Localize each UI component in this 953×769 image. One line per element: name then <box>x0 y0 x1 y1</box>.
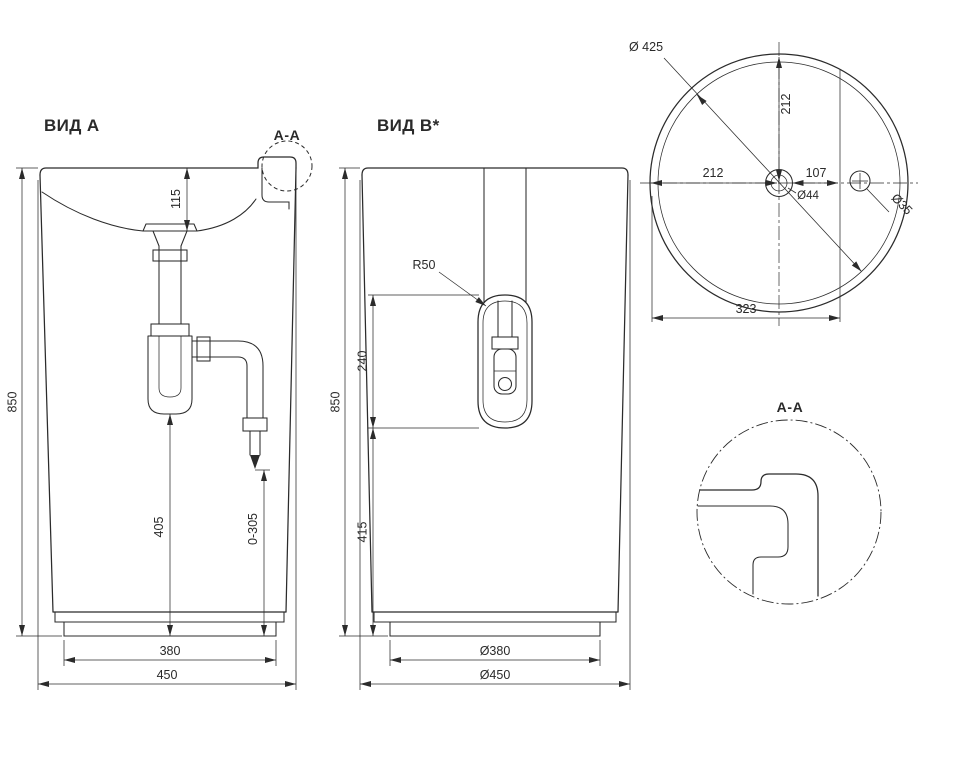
dim-850a-text: 850 <box>6 392 20 413</box>
view-a-title: ВИД А <box>44 116 100 135</box>
dim-405-text: 405 <box>152 517 166 538</box>
pedestal-right-edge <box>285 167 297 613</box>
top-view: Ø 425 212 212 107 Ø44 Ø35 323 <box>629 40 918 326</box>
bottle-trap <box>147 335 193 415</box>
recess-pill-inner <box>482 300 528 423</box>
rim-profile-inner <box>697 505 789 595</box>
rim-profile-outer <box>699 473 819 597</box>
lower-pipe <box>249 430 261 456</box>
dim-850b-text: 850 <box>329 392 343 413</box>
bowl-left-curve <box>41 191 144 232</box>
dim-305-text: 0-305 <box>246 513 260 545</box>
dim-d425-text: Ø 425 <box>629 40 663 54</box>
bowl-right-curve <box>196 198 257 232</box>
view-a-section-callout: А-А <box>261 127 313 192</box>
recess-pill <box>477 294 533 429</box>
pedestal-top-edge <box>361 167 629 176</box>
detail-aa-title: А-А <box>777 399 804 415</box>
section-callout-label: А-А <box>274 127 301 143</box>
dim-212h-text: 212 <box>703 166 724 180</box>
pedestal-left-edge <box>39 174 54 613</box>
view-a-outline <box>39 156 297 637</box>
recess-nut <box>491 336 519 350</box>
trap-inner-tube <box>158 336 182 398</box>
view-b-title: ВИД В* <box>377 116 440 135</box>
pedestal-right-edge <box>617 174 629 613</box>
rim-ledge <box>261 167 290 210</box>
elbow <box>237 340 264 367</box>
dim-d425-arrow2 <box>696 94 707 105</box>
r50-leader <box>438 271 487 307</box>
tap-hole <box>849 170 871 192</box>
trap-nut <box>150 323 190 337</box>
recess-outlet-hole <box>497 376 513 392</box>
view-b-outline <box>361 167 629 637</box>
dim-850a-extensions <box>16 167 62 637</box>
tap-hole-crosshair <box>852 173 868 189</box>
outlet-pipe <box>191 340 239 358</box>
dim-d44-leader <box>787 187 797 194</box>
drain-cap <box>142 223 198 232</box>
dim-212v-text: 212 <box>779 94 793 115</box>
pedestal-top-edge <box>39 156 297 176</box>
dim-d450-extensions <box>359 180 631 690</box>
view-a-plumbing <box>142 223 268 469</box>
r50-label: R50 <box>413 258 436 272</box>
drain-taper <box>152 230 188 247</box>
outlet-nut <box>196 336 211 362</box>
dim-d450-text: Ø450 <box>480 668 511 682</box>
recess-pipe <box>497 300 513 338</box>
tailpipe-nut <box>152 249 188 262</box>
detail-aa-boundary <box>696 419 882 605</box>
section-callout-circle <box>261 140 313 192</box>
vertical-pipe-nut <box>242 417 268 432</box>
dim-d425-line <box>663 57 862 272</box>
detail-aa: А-А <box>696 399 882 605</box>
tailpipe <box>158 245 182 325</box>
rear-channel <box>483 167 527 303</box>
recess-trap-body <box>493 348 517 395</box>
view-b: ВИД В* R50 850 240 <box>329 116 631 690</box>
dim-107-text: 107 <box>806 166 827 180</box>
view-b-dimensions: 850 240 415 Ø380 Ø450 <box>329 167 631 690</box>
view-a-basin <box>41 167 290 232</box>
view-b-recess: R50 <box>368 167 533 429</box>
pedestal-left-edge <box>361 174 373 613</box>
dim-d35-text: Ø35 <box>889 191 916 218</box>
recess-extension-lines <box>368 294 479 429</box>
plinth-band <box>373 611 617 623</box>
dim-415-text: 415 <box>356 522 370 543</box>
dim-323-text: 323 <box>736 302 757 316</box>
dim-d35-leader <box>866 188 890 213</box>
dim-450-extensions <box>37 172 297 690</box>
view-a-dimensions: 850 115 405 0-305 380 450 <box>6 167 297 690</box>
dim-d380-text: Ø380 <box>480 644 511 658</box>
dim-240-text: 240 <box>356 351 370 372</box>
dim-450-text: 450 <box>157 668 178 682</box>
pipe-end-tip <box>250 455 260 469</box>
plinth-band <box>54 611 285 623</box>
foot-outline <box>389 621 601 637</box>
dim-d44-text: Ø44 <box>797 190 819 202</box>
view-a: ВИД А <box>6 116 313 690</box>
dim-380-text: 380 <box>160 644 181 658</box>
vertical-pipe <box>246 365 264 419</box>
dim-115-text: 115 <box>169 189 183 209</box>
